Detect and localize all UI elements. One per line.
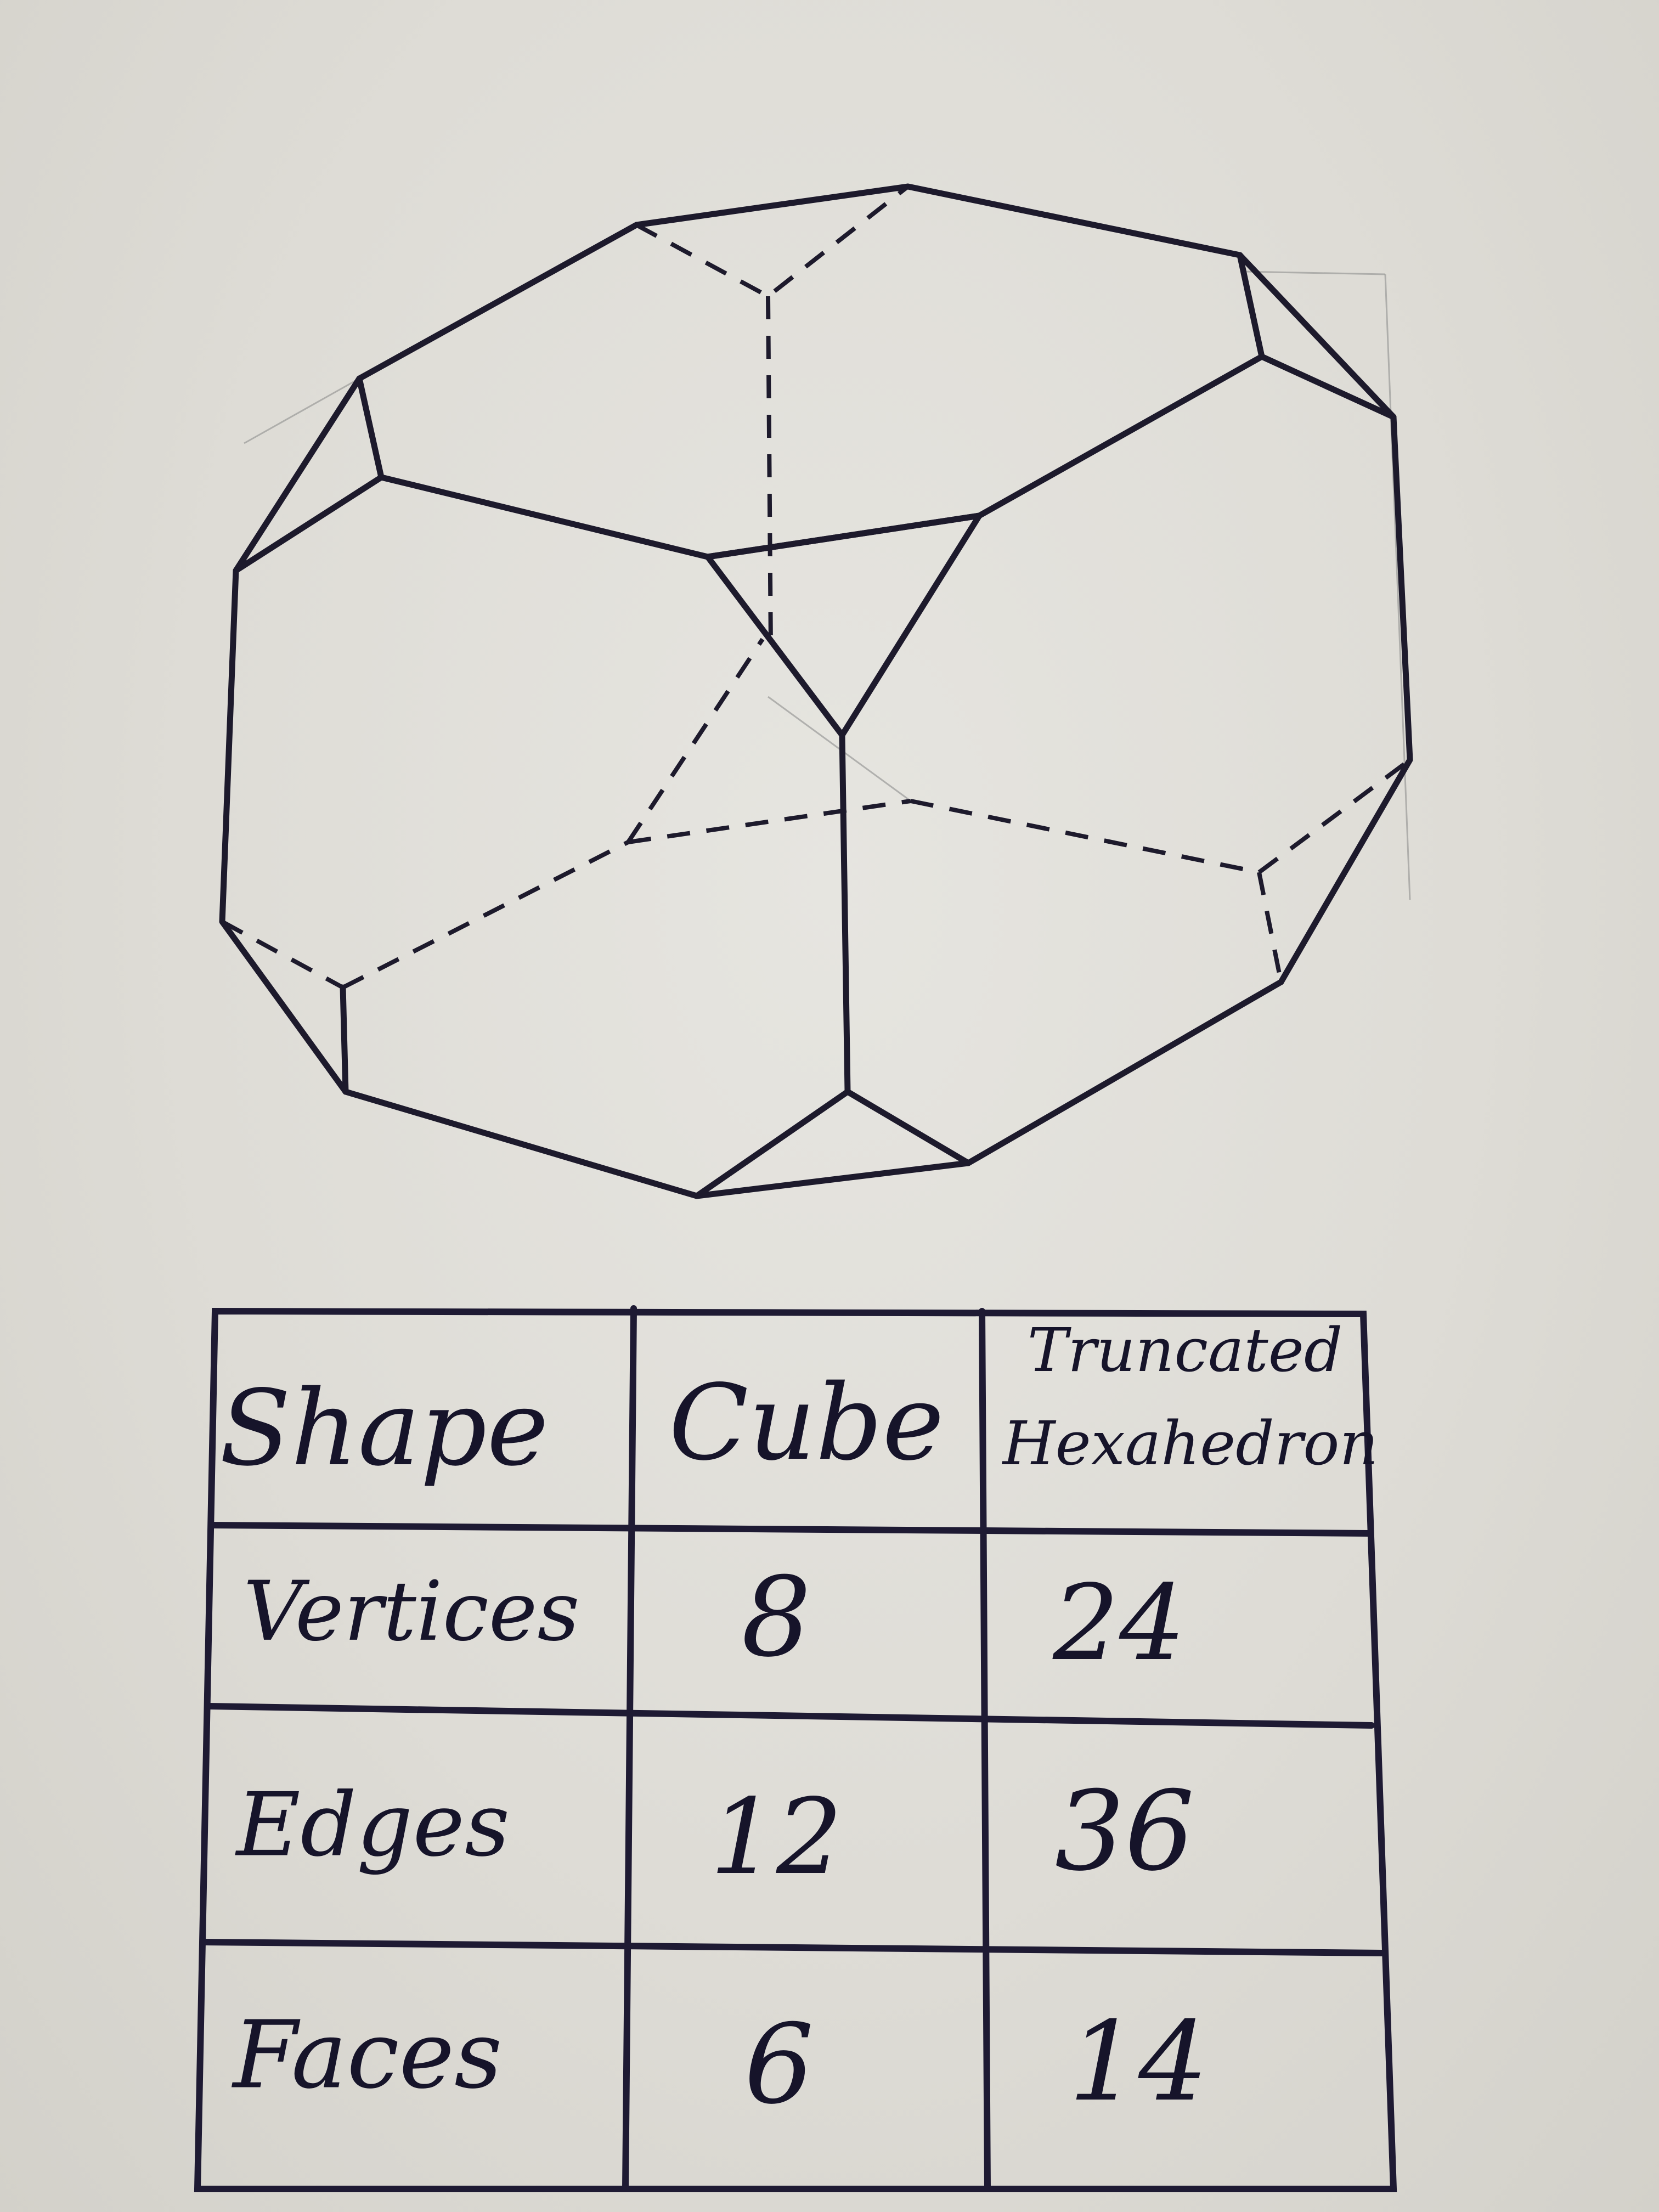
bottom-left-corner-edge [340, 984, 349, 1095]
truncated-hexahedron-figure [219, 183, 1413, 1199]
column-divider-1 [622, 1305, 637, 2192]
cube-edges-value: 12 [710, 1776, 843, 1898]
truncated-faces-value: 14 [1069, 1998, 1209, 2126]
bottom-front-triangle-edge [693, 1088, 972, 1199]
header-truncated-line2: Hexahedron [1002, 1408, 1379, 1479]
hidden-edge [221, 919, 344, 990]
header-truncated-line1: Truncated [1028, 1315, 1343, 1385]
header-cube: Cube [669, 1362, 944, 1483]
visible-edges [219, 183, 1413, 1199]
column-divider-2 [979, 1308, 991, 2192]
hidden-edge [1257, 758, 1412, 874]
hidden-edge [635, 184, 910, 299]
top-right-triangle-edge [1237, 252, 1397, 420]
right-side-edge [1278, 414, 1413, 985]
cube-vertices-value: 8 [741, 1554, 811, 1681]
truncated-vertices-value: 24 [1052, 1562, 1186, 1684]
pencil-guide [244, 377, 360, 444]
header-shape: Shape [219, 1368, 549, 1489]
front-top-triangle-edge [704, 512, 983, 738]
hidden-edge [342, 840, 629, 990]
pencil-guide [1245, 270, 1386, 275]
row-divider-2 [205, 1703, 1375, 1729]
cube-faces-value: 6 [744, 2001, 814, 2129]
bottom-edge [342, 979, 1284, 1199]
row-divider-3 [201, 1939, 1386, 1956]
truncated-edges-value: 36 [1055, 1768, 1195, 1895]
row-label-edges: Edges [235, 1774, 510, 1876]
hidden-edge [628, 799, 911, 844]
row-label-vertices: Vertices [243, 1564, 579, 1660]
hidden-edge [766, 296, 773, 648]
row-divider-1 [208, 1522, 1372, 1537]
left-side-edge [219, 567, 349, 1095]
hidden-edge [910, 799, 1260, 874]
front-vertical-edge [839, 732, 851, 1095]
pencil-guides [244, 270, 1411, 900]
row-label-faces: Faces [232, 2001, 503, 2109]
comparison-table: Shape Cube Truncated Hexahedron Vertices… [194, 1305, 1397, 2192]
top-face-edge [356, 183, 1265, 560]
hidden-edge [626, 637, 765, 844]
hidden-edge [1257, 872, 1283, 983]
pencil-guide [1384, 274, 1411, 900]
hidden-edges [221, 184, 1412, 990]
